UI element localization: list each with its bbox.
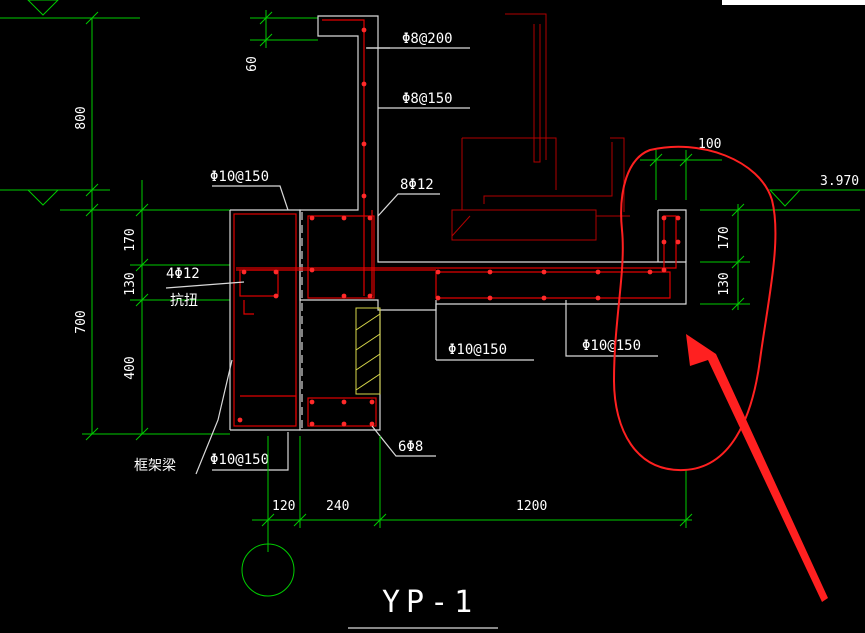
dim-170-left-label: 170 — [123, 228, 138, 251]
dim-700-label: 700 — [74, 310, 89, 333]
right-dimension-chain — [640, 150, 865, 311]
dim-800-label: 800 — [74, 106, 89, 129]
elevation-label: 3.970 — [820, 174, 859, 189]
arrow-icon — [686, 334, 828, 602]
left-dimension-chain — [0, 0, 230, 441]
dim-1200-label: 1200 — [516, 499, 547, 514]
dim-240-label: 240 — [326, 499, 349, 514]
label-anti-torsion: 抗扭 — [170, 293, 198, 309]
label-phi10-at-150-bottom: Φ10@150 — [210, 452, 269, 468]
label-frame-beam: 框架梁 — [134, 458, 176, 474]
hatched-wall — [355, 307, 381, 395]
rebar-dots — [237, 27, 681, 427]
dim-130-left-label: 130 — [123, 272, 138, 295]
rebar-lines — [233, 19, 677, 427]
label-6phi8: 6Φ8 — [398, 439, 423, 455]
dim-60-label: 60 — [245, 56, 260, 72]
leader-lines — [165, 47, 658, 475]
parapet-outline — [229, 15, 687, 431]
bottom-dimension-chain — [241, 436, 693, 597]
dim-60 — [250, 10, 318, 48]
background-structure — [451, 13, 630, 241]
label-phi10-at-150-top: Φ10@150 — [210, 169, 269, 185]
label-phi10-at-150-right: Φ10@150 — [582, 338, 641, 354]
label-8phi12: 8Φ12 — [400, 177, 434, 193]
viewport-edge — [722, 0, 865, 5]
drawing-title: YP-1 — [382, 585, 478, 620]
highlight-circle — [612, 145, 777, 472]
label-phi8-at-200: Φ8@200 — [402, 31, 453, 47]
dim-170-right-label: 170 — [717, 226, 732, 249]
dim-130-right-label: 130 — [717, 272, 732, 295]
dim-400-label: 400 — [123, 356, 138, 379]
dim-120-label: 120 — [272, 499, 295, 514]
label-phi8-at-150: Φ8@150 — [402, 91, 453, 107]
label-4phi12: 4Φ12 — [166, 266, 200, 282]
label-phi10-at-150-mid: Φ10@150 — [448, 342, 507, 358]
